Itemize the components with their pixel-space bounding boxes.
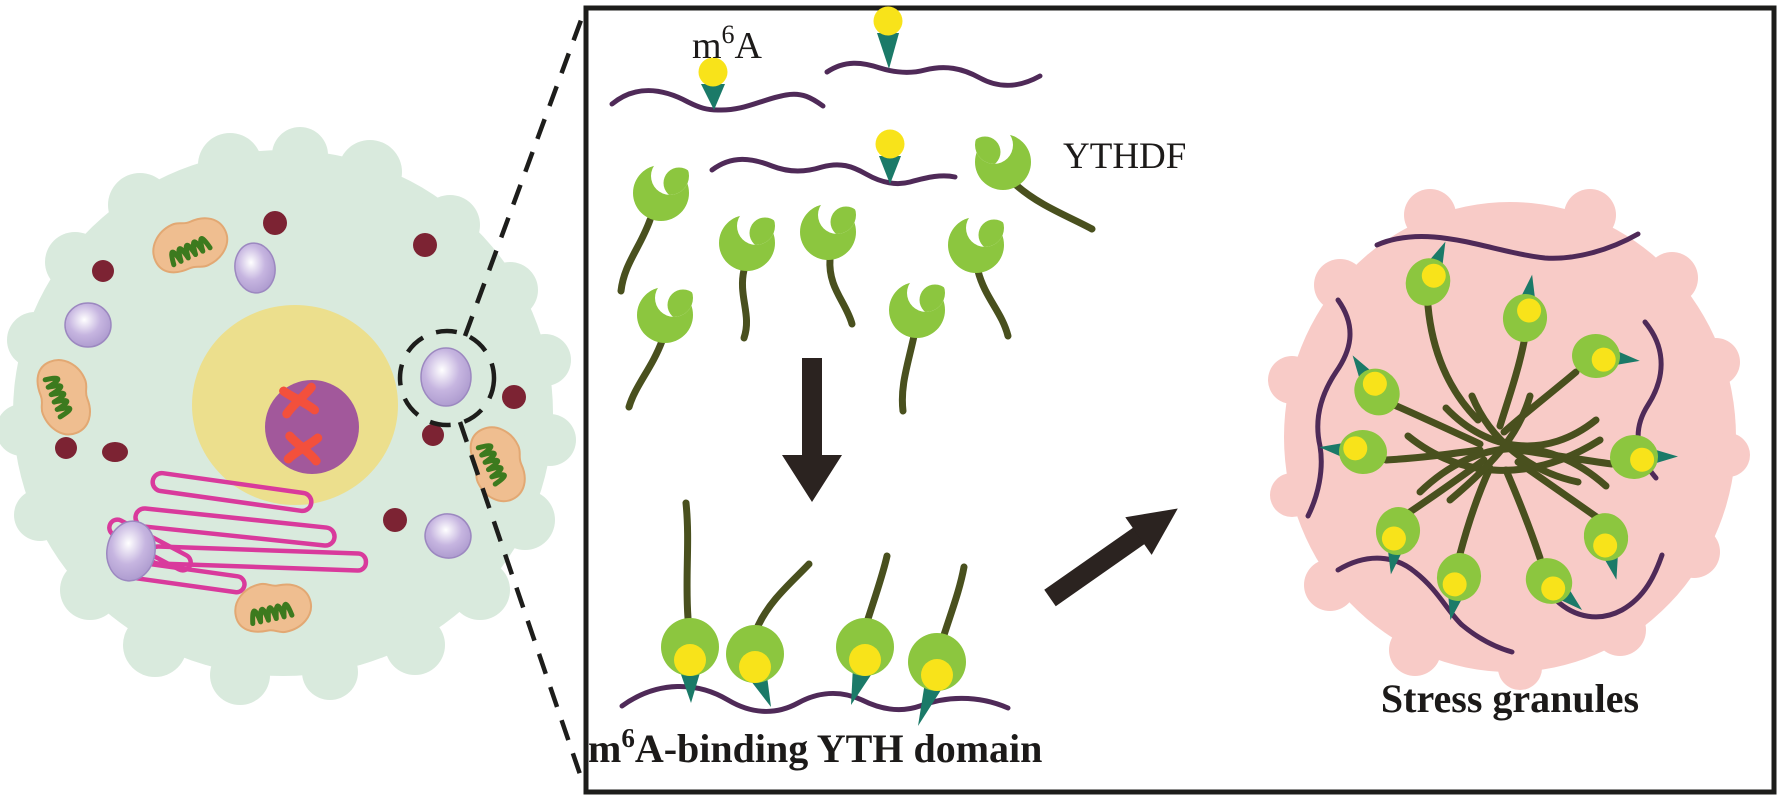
mrna-strand [609, 88, 826, 113]
yth-domain-label: m6A-binding YTH domain [588, 723, 1042, 771]
nucleolus [265, 380, 359, 474]
ythdf-bound-protein [836, 618, 894, 676]
zoom-panel: m6A YTHDF [583, 5, 1777, 795]
granule-tail-tangle [1382, 302, 1616, 562]
dashed-zoom-circle [397, 328, 497, 428]
cell-illustration [0, 127, 576, 705]
down-arrow [782, 358, 842, 502]
zoom-connectors [397, 11, 587, 787]
to-granule-arrow [1044, 508, 1178, 607]
ythdf-bound-complex [619, 499, 1011, 726]
ythdf-bound-protein [908, 633, 966, 691]
zoom-connector-line-top [462, 11, 587, 337]
ythdf-bound-protein [661, 618, 719, 676]
m6a-mark [873, 6, 903, 69]
ythdf-label: YTHDF [1063, 136, 1186, 177]
cytoplasm-dots [55, 211, 526, 532]
mrna-strands [609, 6, 1043, 187]
m6a-label: m6A [692, 20, 763, 67]
m6a-mark [875, 129, 905, 184]
stress-granule-vesicle [420, 347, 472, 407]
ythdf-bound-protein [726, 625, 784, 683]
stress-granules-label: Stress granules [1381, 676, 1639, 721]
m6a-mark [698, 57, 728, 110]
stress-granule: Stress granules [1268, 189, 1750, 721]
mrna-strand [709, 156, 958, 187]
nucleus [192, 305, 398, 505]
vesicles [64, 242, 472, 582]
mrna-strand [824, 60, 1043, 88]
zoom-connector-line-bottom [457, 421, 587, 787]
ythdf-proteins [617, 126, 1096, 415]
